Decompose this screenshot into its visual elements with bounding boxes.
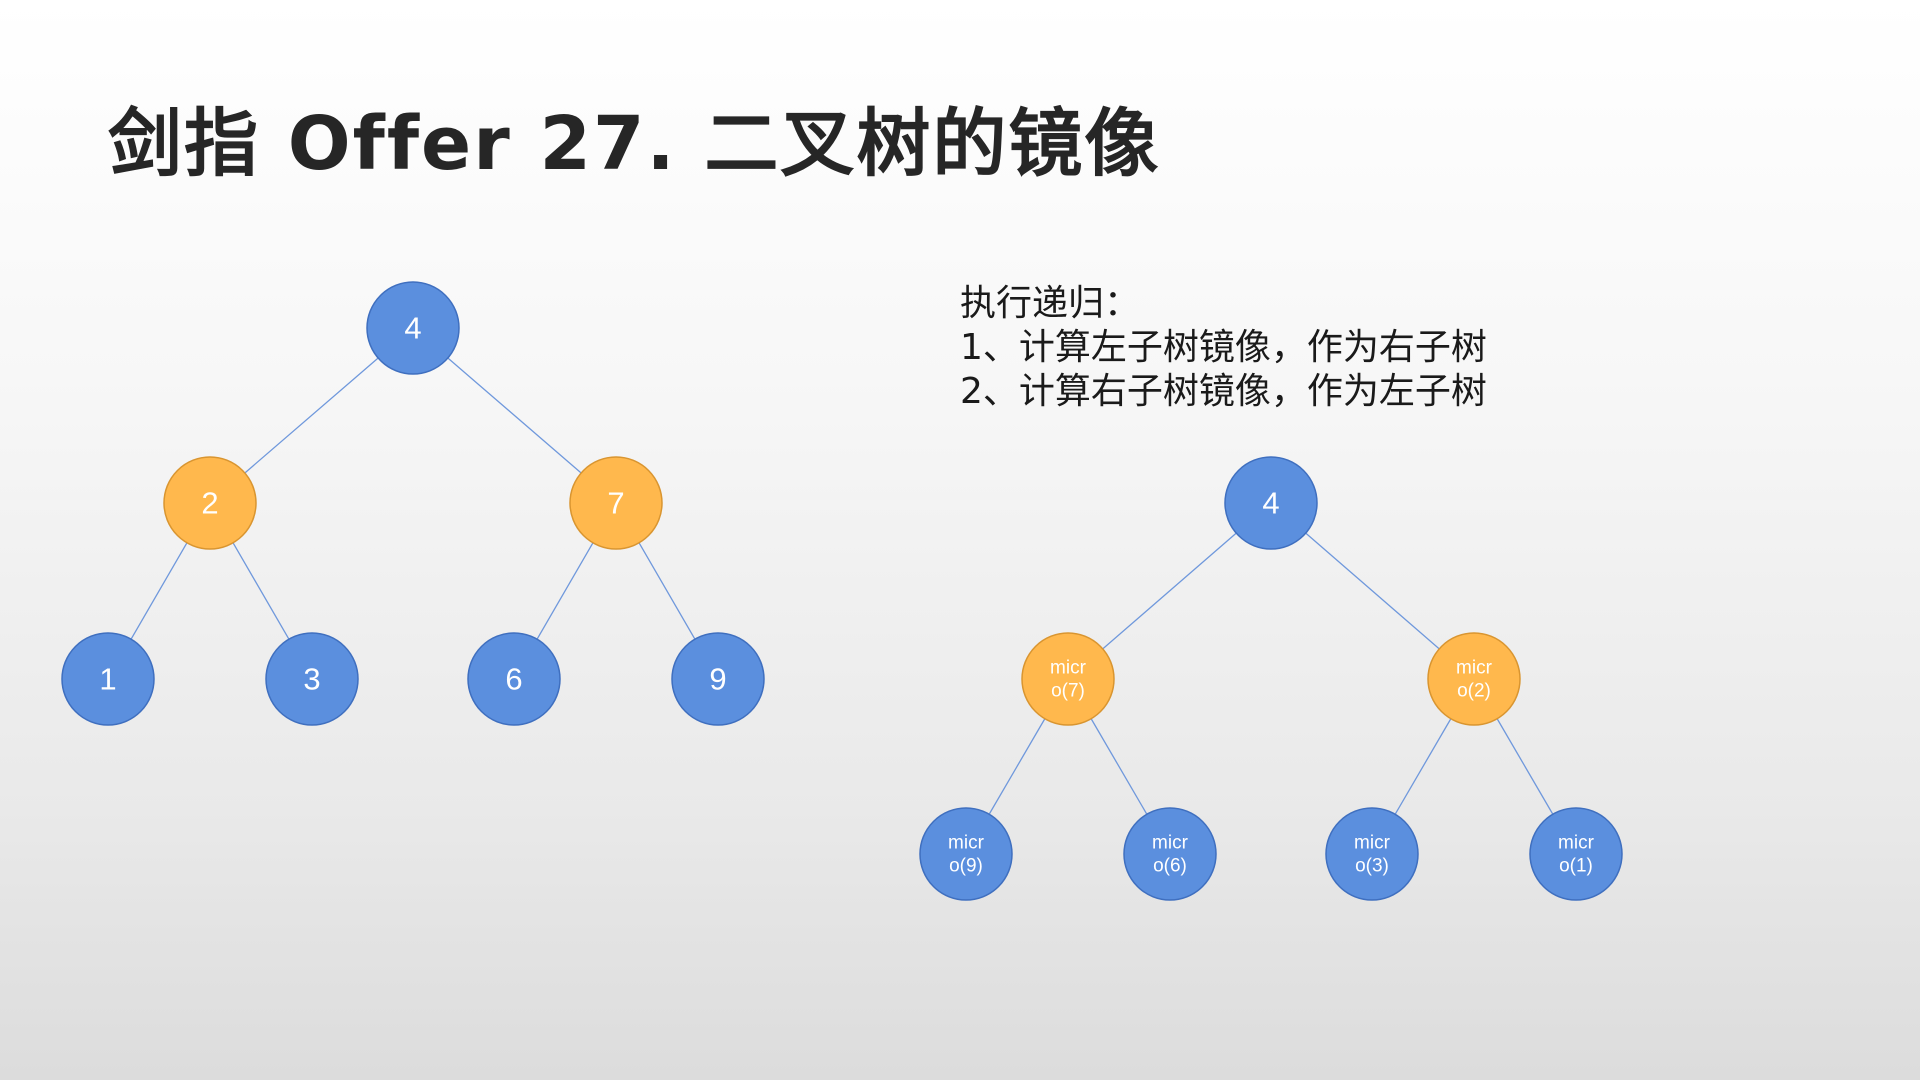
tree-node-circle xyxy=(671,632,765,726)
tree-node-label: 7 xyxy=(607,486,624,521)
original-tree-node-leaf-2: 3 xyxy=(265,632,359,726)
tree-node-label-line1: micr xyxy=(1558,833,1595,854)
tree-node-label-line2: o(1) xyxy=(1559,856,1593,877)
tree-node-label-line2: o(2) xyxy=(1457,681,1491,702)
original-tree-node-leaf-3: 6 xyxy=(467,632,561,726)
original-tree-edge xyxy=(232,542,290,640)
tree-node-circle xyxy=(1123,807,1217,901)
recursion-heading: 执行递归： xyxy=(960,283,1141,324)
tree-node-label: 4 xyxy=(1262,486,1279,521)
tree-node-label-line2: o(7) xyxy=(1051,681,1085,702)
tree-node-circle xyxy=(163,456,257,550)
tree-node-label: 6 xyxy=(505,662,522,697)
tree-node-label-line2: o(3) xyxy=(1355,856,1389,877)
tree-node-label: 4 xyxy=(404,311,421,346)
tree-node-circle xyxy=(61,632,155,726)
original-tree-node-root: 4 xyxy=(366,281,460,375)
tree-node-circle xyxy=(1427,632,1521,726)
tree-node-label-line1: micr xyxy=(1152,833,1189,854)
tree-node-circle xyxy=(1224,456,1318,550)
original-tree-node-right: 7 xyxy=(569,456,663,550)
tree-node-label: 3 xyxy=(303,662,320,697)
tree-node-circle xyxy=(265,632,359,726)
original-tree-edge xyxy=(130,542,188,640)
tree-node-label-line2: o(9) xyxy=(949,856,983,877)
original-tree-node-leaf-1: 1 xyxy=(61,632,155,726)
tree-node-circle xyxy=(1325,807,1419,901)
mirrored-tree-edge xyxy=(1305,532,1440,650)
recursion-description: 执行递归： 1、计算左子树镜像，作为右子树 2、计算右子树镜像，作为左子树 xyxy=(960,282,1487,414)
mirrored-tree-edge xyxy=(1496,718,1554,815)
recursion-step-1: 1、计算左子树镜像，作为右子树 xyxy=(960,327,1487,368)
tree-node-label: 9 xyxy=(709,662,726,697)
tree-node-circle xyxy=(1529,807,1623,901)
page-title: 剑指 Offer 27. 二叉树的镜像 xyxy=(108,101,1161,187)
original-tree-node-leaf-4: 9 xyxy=(671,632,765,726)
recursion-step-2: 2、计算右子树镜像，作为左子树 xyxy=(960,371,1487,412)
tree-node-label-line1: micr xyxy=(1050,658,1087,679)
mirrored-tree-edge xyxy=(1090,718,1148,815)
tree-node-circle xyxy=(1021,632,1115,726)
tree-edges xyxy=(130,357,1554,815)
tree-node-circle xyxy=(366,281,460,375)
tree-node-circle xyxy=(919,807,1013,901)
tree-node-label-line1: micr xyxy=(1456,658,1493,679)
original-tree-edge xyxy=(536,542,594,640)
original-tree-node-left: 2 xyxy=(163,456,257,550)
mirrored-tree-node-root: 4 xyxy=(1224,456,1318,550)
original-tree-edge xyxy=(447,357,582,474)
tree-node-circle xyxy=(569,456,663,550)
tree-node-label-line1: micr xyxy=(1354,833,1391,854)
original-tree-edge xyxy=(244,357,379,474)
tree-node-circle xyxy=(467,632,561,726)
tree-node-label-line1: micr xyxy=(948,833,985,854)
tree-node-label: 2 xyxy=(201,486,218,521)
mirrored-tree-edge xyxy=(1394,718,1452,815)
mirrored-tree-edge xyxy=(1102,532,1237,650)
original-tree-edge xyxy=(638,542,696,640)
tree-node-label: 1 xyxy=(99,662,116,697)
mirrored-tree-edge xyxy=(988,718,1046,815)
tree-node-label-line2: o(6) xyxy=(1153,856,1187,877)
